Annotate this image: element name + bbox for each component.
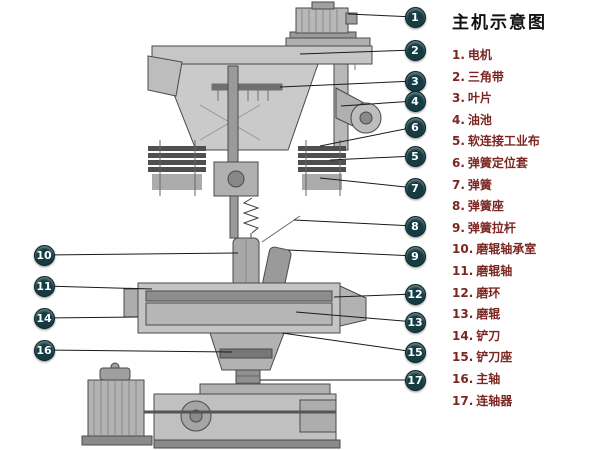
legend-item-label: 铲刀座 xyxy=(476,350,513,365)
legend-item-5: 5.软连接工业布 xyxy=(452,131,598,153)
legend-item-number: 14. xyxy=(452,328,474,343)
leader-lines xyxy=(43,13,416,381)
legend-item-number: 5. xyxy=(452,134,465,149)
legend-item-number: 1. xyxy=(452,48,465,62)
base-motor xyxy=(81,362,153,446)
top-motor xyxy=(289,1,358,39)
legend-item-16: 16.主轴 xyxy=(452,369,598,391)
legend-item-label: 连轴器 xyxy=(476,393,513,408)
neck xyxy=(209,332,285,371)
legend-item-number: 2. xyxy=(452,69,465,84)
legend-item-number: 15. xyxy=(452,350,474,365)
legend-item-15: 15.铲刀座 xyxy=(452,347,598,369)
spring-stack-left xyxy=(148,146,206,190)
legend-item-number: 4. xyxy=(452,112,465,127)
callout-7: 7 xyxy=(404,177,426,199)
legend-item-17: 17.连轴器 xyxy=(452,391,598,413)
legend-item-9: 9.弹簧拉杆 xyxy=(452,218,598,240)
spring-stack-right xyxy=(298,146,346,190)
legend-item-label: 叶片 xyxy=(467,91,492,106)
legend-item-2: 2.三角带 xyxy=(452,67,598,89)
legend-item-number: 10. xyxy=(452,242,474,257)
callout-11: 11 xyxy=(33,275,55,297)
legend-item-number: 3. xyxy=(452,91,465,106)
legend-item-label: 油池 xyxy=(467,112,492,127)
legend-item-1: 1.电机 xyxy=(452,45,598,67)
legend-item-12: 12.磨环 xyxy=(452,283,598,305)
legend-item-label: 电机 xyxy=(467,48,492,62)
legend-item-14: 14.铲刀 xyxy=(452,326,598,348)
legend-item-4: 4.油池 xyxy=(452,110,598,132)
machine-drawing xyxy=(43,1,416,449)
legend-item-number: 12. xyxy=(452,285,474,300)
callout-6: 6 xyxy=(404,116,426,138)
callout-13: 13 xyxy=(404,311,426,333)
legend-item-number: 9. xyxy=(452,220,465,235)
callout-3: 3 xyxy=(404,70,426,92)
legend-item-label: 磨辊 xyxy=(476,307,501,322)
callout-4: 4 xyxy=(404,90,426,112)
legend-item-number: 8. xyxy=(452,199,465,214)
legend-item-label: 软连接工业布 xyxy=(467,134,540,149)
legend-item-label: 三角带 xyxy=(467,69,504,84)
callout-17: 17 xyxy=(404,369,426,391)
callout-15: 15 xyxy=(404,341,426,363)
right-duct xyxy=(333,63,382,151)
legend-item-label: 弹簧座 xyxy=(467,199,504,214)
diagram-title: 主机示意图 xyxy=(452,13,547,33)
legend-item-10: 10.磨辊轴承室 xyxy=(452,239,598,261)
legend-item-label: 弹簧 xyxy=(467,177,492,192)
callout-12: 12 xyxy=(404,283,426,305)
callout-10: 10 xyxy=(33,244,55,266)
roller-assembly xyxy=(232,237,292,290)
legend-item-label: 主轴 xyxy=(476,371,501,386)
legend-item-label: 铲刀 xyxy=(476,328,501,343)
legend-item-label: 磨辊轴 xyxy=(476,263,513,278)
center-shaft xyxy=(213,65,259,239)
callout-1: 1 xyxy=(404,6,426,28)
legend-item-11: 11.磨辊轴 xyxy=(452,261,598,283)
legend-item-label: 磨环 xyxy=(476,285,501,300)
legend-item-number: 16. xyxy=(452,371,474,386)
legend-item-8: 8.弹簧座 xyxy=(452,196,598,218)
callout-9: 9 xyxy=(404,245,426,267)
legend-item-7: 7.弹簧 xyxy=(452,175,598,197)
callout-5: 5 xyxy=(404,145,426,167)
callout-16: 16 xyxy=(33,339,55,361)
legend-item-number: 7. xyxy=(452,177,465,192)
callout-2: 2 xyxy=(404,39,426,61)
legend-item-label: 弹簧定位套 xyxy=(467,155,528,170)
gearbox xyxy=(144,383,341,449)
legend-item-13: 13.磨辊 xyxy=(452,304,598,326)
legend-item-6: 6.弹簧定位套 xyxy=(452,153,598,175)
callout-8: 8 xyxy=(404,215,426,237)
legend-item-label: 弹簧拉杆 xyxy=(467,220,516,235)
grinding-chamber xyxy=(123,282,367,334)
legend-item-3: 3.叶片 xyxy=(452,88,598,110)
legend-item-number: 11. xyxy=(452,263,474,278)
legend-item-number: 13. xyxy=(452,307,474,322)
callout-14: 14 xyxy=(33,307,55,329)
legend-item-number: 6. xyxy=(452,155,465,170)
legend-item-number: 17. xyxy=(452,393,474,408)
legend-item-label: 磨辊轴承室 xyxy=(476,242,537,257)
